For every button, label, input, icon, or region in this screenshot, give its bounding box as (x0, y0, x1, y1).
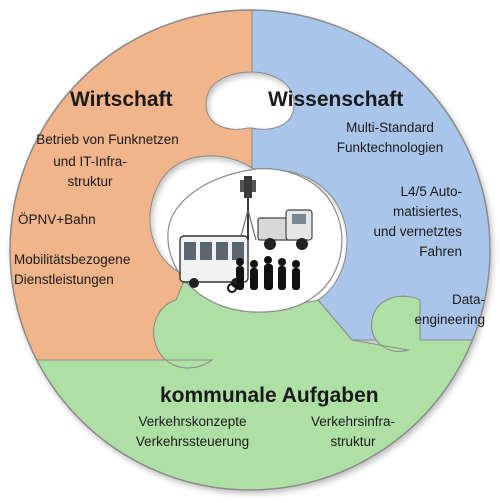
title-wissenschaft: Wissenschaft (268, 88, 404, 111)
wirtschaft-item-2: und IT-Infra- struktur (53, 154, 127, 189)
kommunal-item-2: Verkehrsinfra- struktur (310, 414, 396, 449)
kommunal-item-1: Verkehrskonzepte Verkehrssteuerung (135, 414, 250, 449)
wirtschaft-item-3: ÖPNV+Bahn (18, 212, 96, 227)
wirtschaft-item-1: Betrieb von Funknetzen (36, 132, 179, 147)
wissenschaft-item-3: Data- engineering (414, 292, 485, 327)
title-kommunal: kommunale Aufgaben (160, 384, 379, 407)
truck-icon (257, 209, 313, 250)
outer-ring (9, 9, 491, 491)
wissenschaft-item-1: Multi-Standard Funktechnologien (336, 120, 444, 155)
pedestrians-icon (227, 256, 300, 293)
bus-icon (179, 235, 249, 288)
title-wirtschaft: Wirtschaft (70, 88, 173, 111)
wirtschaft-item-4: Mobilitätsbezogene Dienstleistungen (14, 252, 131, 287)
center-hub (167, 168, 343, 313)
radio-tower-icon (239, 176, 257, 241)
wissenschaft-item-2: L4/5 Auto- matisiertes, und vernetztes F… (373, 184, 462, 259)
